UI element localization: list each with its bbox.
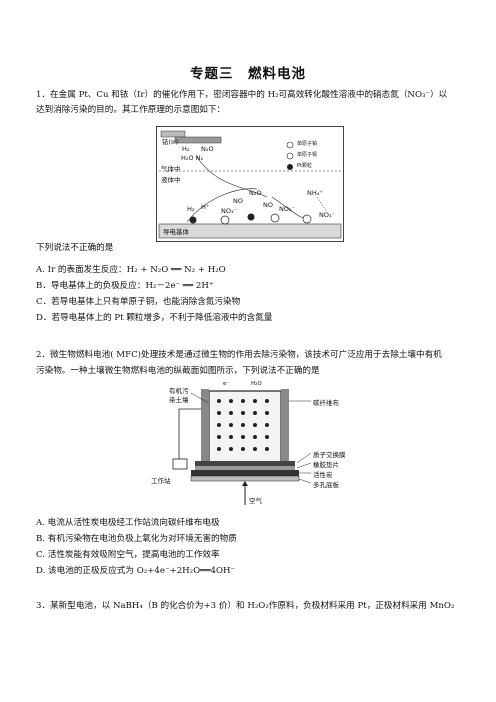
station-label: 工作站 [151,477,171,485]
pt-particle [247,213,255,221]
liquid-label: 液体中 [161,176,181,184]
fig1-species: NO [263,201,273,209]
q1-option-a: A. Ir 的表面发生反应：H₂ + N₂O ══ N₂ + H₂O [36,265,226,275]
label-rubber-gasket: 橡胶垫片 [313,461,339,469]
cu-atom [270,213,280,223]
q2-option-a: A. 电流从活性炭电极经工作站流向碳纤维布电极 [36,518,220,528]
q3-stem-line1: 3．某新型电池，以 NaBH₄（B 的化合价为+3 价）和 H₂O₂作原料，负极… [36,601,455,611]
q1-stem-line1: 1．在金属 Pt、Cu 和铱（Ir）的催化作用下，密闭容器中的 H₂可高效转化酸… [36,90,448,100]
q2-option-b: B. 有机污染物在电池负极上氧化为对环境无害的物质 [36,534,237,544]
legend-marker-pt-particle [287,164,293,170]
q1-stem-line2: 达到消除污染的目的。其工作原理的示意图如下： [36,105,226,115]
cu-atom [302,214,312,224]
q2-stem-line2: 污染物。一种土壤微生物燃料电池的纵截面如图所示，下列说法不正确的是 [36,366,320,376]
legend-pt-single: 单原子铂 [297,141,318,147]
legend-pt-particle: Pt颗粒 [297,163,312,169]
cu-atom [220,215,230,225]
gas-label: 气体中 [161,165,181,173]
fig1-species: H₂ [187,205,195,213]
ir-plate [160,130,186,138]
air-label: 空气 [249,497,262,505]
label-proton-membrane: 质子交换膜 [313,451,346,459]
q2-option-d: D. 该电池的正极反应式为 O₂+4e⁻+2H₂O══4OH⁻ [36,566,236,576]
fig1-species: N₂O [249,189,262,197]
fig1-species: NO₃⁻ [279,205,296,213]
right-wall [281,389,289,479]
q1-option-b: B．导电基体上的负极反应：H₂－2e⁻ ══ 2H⁺ [36,281,214,291]
conductive-base [158,223,342,239]
fig1-species: NO [233,197,243,205]
fig1-n2o: N₂O [201,145,214,153]
soil-label-1: 有机污 [169,387,189,395]
membrane-layer [195,461,295,466]
fig2-water: H₂O [251,381,262,387]
fig1-species: H⁺ [201,203,210,211]
pt-particle [189,216,197,224]
workstation-box [172,458,188,470]
q1-option-c: C．若导电基体上只有单原子铜，也能消除含氮污染物 [36,297,241,307]
q1-figure-svg [158,130,342,239]
fig1-h2o-n2: H₂O N₂ [181,154,204,162]
soil-label-2: 染土壤 [169,396,189,404]
label-porous-plate: 多孔底板 [313,481,339,489]
base-label: 导电基体 [163,228,189,236]
page-title: 专题三 燃料电池 [190,66,306,82]
left-wall [201,389,209,479]
label-carbon-fiber: 碳纤维布 [313,399,339,407]
fig1-species: NH₄⁺ [307,189,323,197]
fig2-electron: e⁻ [223,381,230,387]
q2-figure-svg [172,389,312,505]
q2-option-c: C. 活性炭能有效吸附空气，提高电池的工作效率 [36,550,220,560]
q1-figure: 铱(Ir) H₂ N₂O H₂O N₂ 气体中 液体中 导电基体 单原子铂 单原… [156,126,344,242]
q2-stem-line1: 2．微生物燃料电池( MFC)处理技术是通过微生物的作用去除污染物，该技术可广泛… [36,350,442,360]
q1-option-d: D．若导电基体上的 Pt 颗粒增多，不利于降低溶液中的含氮量 [36,313,273,323]
ir-surface [174,136,222,144]
carbon-layer [191,470,299,476]
legend-marker-cu-single [286,152,294,160]
q2-figure: 有机污 染土壤 工作站 碳纤维布 质子交换膜 橡胶垫片 活性炭 多孔底板 空气 … [151,379,361,509]
legend-cu-single: 单原子铜 [297,152,318,158]
fig1-species: NO₃⁻ [221,207,238,215]
q1-prompt: 下列说法不正确的是 [36,243,114,253]
ir-label: 铱(Ir) [162,138,179,146]
fig1-species: NO₃⁻ [319,211,336,219]
label-activated-carbon: 活性炭 [313,471,333,479]
legend-marker-pt-single [286,141,294,149]
fig1-h2: H₂ [182,145,190,153]
